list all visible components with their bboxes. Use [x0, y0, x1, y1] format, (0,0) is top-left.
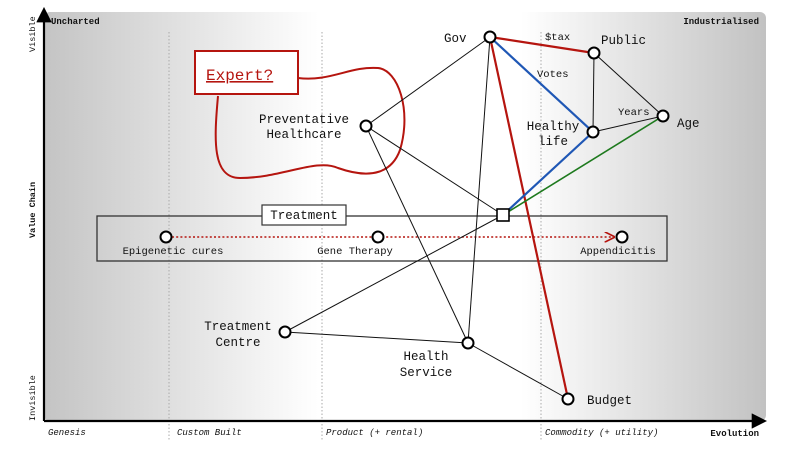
- uncharted-label: Uncharted: [51, 17, 100, 27]
- expert-annotation-box[interactable]: [194, 50, 299, 95]
- component-healthy-life-label-line2: life: [538, 135, 568, 149]
- component-budget[interactable]: Budget: [561, 392, 633, 409]
- component-gene-therapy-label: Gene Therapy: [317, 246, 393, 258]
- component-age[interactable]: Age: [656, 109, 700, 132]
- component-treatment[interactable]: [496, 208, 510, 222]
- stage-commodity-label: Commodity (+ utility): [545, 428, 658, 438]
- component-gov[interactable]: Gov: [444, 30, 497, 47]
- component-epigenetic-cures-label: Epigenetic cures: [123, 246, 224, 258]
- component-preventative-label-line2: Healthcare: [266, 128, 341, 142]
- component-age-label: Age: [677, 117, 700, 131]
- treatment-pipeline-box[interactable]: [96, 215, 668, 262]
- component-treatment-centre[interactable]: Treatment Centre: [204, 320, 292, 350]
- component-gov-label: Gov: [444, 32, 467, 46]
- stage-genesis-label: Genesis: [48, 428, 86, 438]
- y-axis-invisible-label: Invisible: [28, 375, 38, 421]
- stage-custom-built-label: Custom Built: [177, 428, 242, 438]
- component-preventative-label-line1: Preventative: [259, 113, 349, 127]
- component-epigenetic-cures[interactable]: Epigenetic cures: [123, 230, 224, 259]
- component-healthy-life[interactable]: Healthy life: [527, 120, 600, 149]
- component-public[interactable]: Public: [587, 34, 647, 60]
- component-health-service-label-line2: Service: [400, 366, 453, 380]
- years-link-label: Years: [618, 107, 650, 119]
- treatment-pipeline-title: Treatment: [270, 209, 338, 223]
- money-flow-links: [488, 35, 595, 400]
- y-axis-visible-label: Visible: [28, 16, 38, 52]
- component-health-service-label-line1: Health: [403, 350, 448, 364]
- component-public-label: Public: [601, 34, 646, 48]
- stage-product-label: Product (+ rental): [326, 428, 423, 438]
- component-appendicitis-label: Appendicitis: [580, 246, 656, 258]
- expert-annotation-outline: [214, 66, 406, 180]
- expert-annotation-text: Expert?: [206, 67, 273, 85]
- component-preventative-healthcare[interactable]: Preventative Healthcare: [259, 113, 373, 142]
- tax-link-label: $tax: [545, 32, 570, 44]
- component-treatment-centre-label-line2: Centre: [215, 336, 260, 350]
- component-healthy-life-label-line1: Healthy: [527, 120, 580, 134]
- votes-link-label: Votes: [537, 69, 569, 81]
- component-gene-therapy[interactable]: Gene Therapy: [317, 230, 393, 259]
- component-appendicitis[interactable]: Appendicitis: [580, 230, 656, 259]
- component-treatment-centre-label-line1: Treatment: [204, 320, 272, 334]
- x-axis-evolution-label: Evolution: [710, 429, 759, 439]
- component-health-service[interactable]: Health Service: [400, 336, 475, 381]
- votes-flow-links: [489, 36, 594, 216]
- y-axis-value-chain-label: Value Chain: [28, 182, 38, 238]
- treatment-pipeline-title-box: [261, 204, 347, 226]
- industrialised-label: Industrialised: [683, 17, 759, 27]
- component-budget-label: Budget: [587, 394, 632, 408]
- dependency-links: [284, 36, 664, 400]
- years-flow-link: [502, 115, 664, 216]
